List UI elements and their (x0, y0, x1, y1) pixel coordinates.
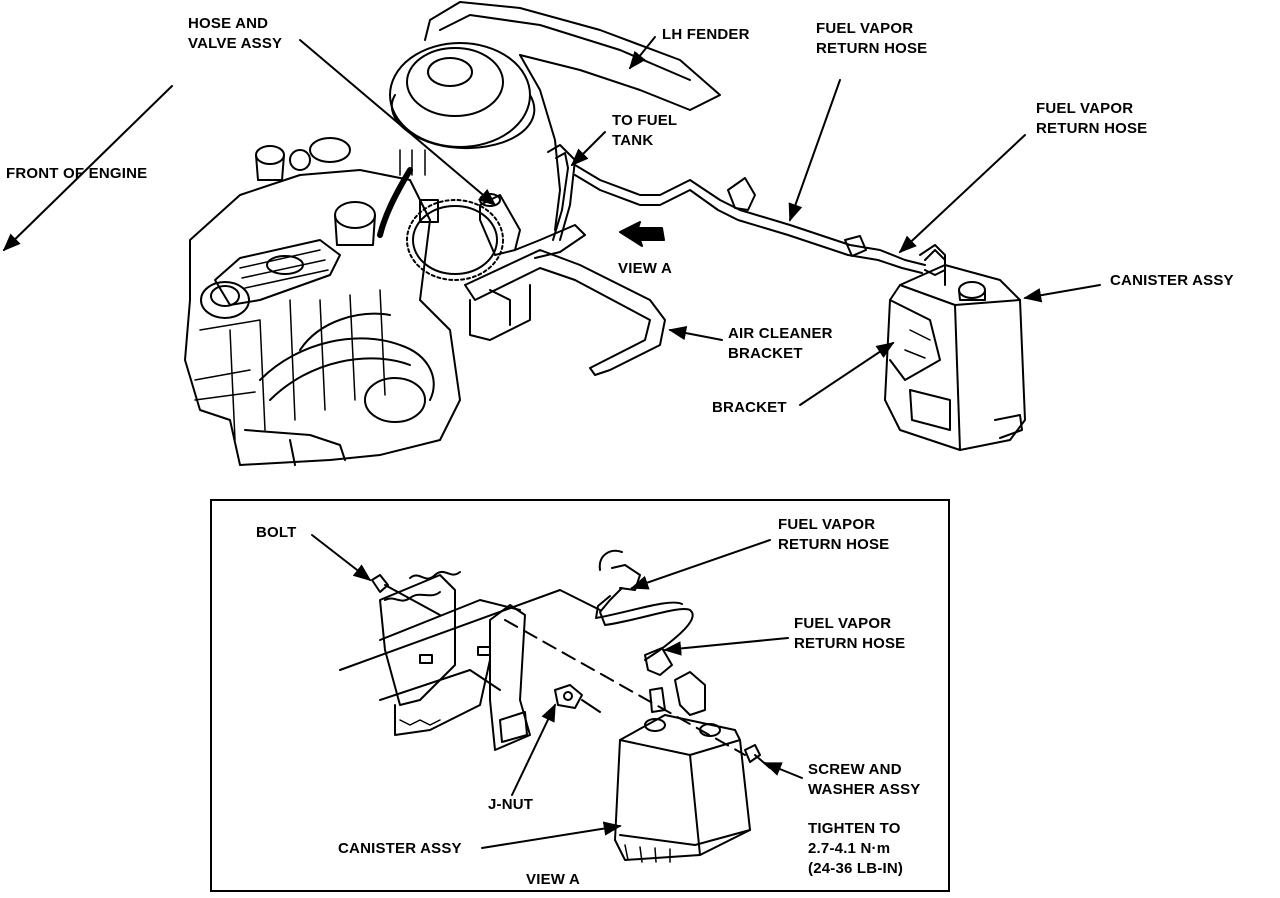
inset-label-j-nut: J-NUT (488, 796, 534, 813)
front-of-engine-arrow (2, 86, 172, 252)
inset-label-screw-and-washer-assy: SCREW AND WASHER ASSY (808, 761, 921, 798)
inset-dashed-axis (505, 620, 745, 755)
leader-air-cleaner-bracket (668, 325, 722, 340)
leader-lh-fender (628, 37, 655, 70)
label-fuel-vapor-return-hose-1: FUEL VAPOR RETURN HOSE (816, 20, 928, 57)
label-fuel-vapor-return-hose-2: FUEL VAPOR RETURN HOSE (1036, 100, 1148, 137)
canister-main (885, 250, 1025, 450)
leader-return-hose-1 (788, 80, 840, 222)
label-hose-and-valve-assy: HOSE AND VALVE ASSY (188, 15, 283, 52)
inset-j-nut (555, 685, 600, 712)
inset-leader-canister (482, 821, 622, 848)
leader-return-hose-2 (898, 135, 1025, 254)
inset-leader-screw (763, 763, 802, 778)
view-a-arrow (620, 222, 664, 246)
inset-canister (615, 715, 750, 862)
view-a-inset-frame (210, 499, 950, 892)
air-cleaner-bracket (465, 250, 665, 375)
inset-leader-return-hose-1 (630, 540, 770, 590)
inset-label-view-a: VIEW A (526, 871, 580, 888)
leader-to-fuel-tank (570, 132, 605, 167)
leader-canister (1023, 285, 1100, 303)
label-to-fuel-tank: TO FUEL TANK (612, 112, 678, 149)
fuel-vapor-line (548, 145, 945, 275)
inset-bolt (372, 572, 460, 615)
inset-leader-return-hose-2 (663, 638, 788, 656)
label-canister-assy: CANISTER ASSY (1110, 272, 1234, 289)
inset-label-bolt: BOLT (256, 524, 297, 541)
label-air-cleaner-bracket: AIR CLEANER BRACKET (728, 325, 833, 362)
inset-leader-j-nut (512, 703, 555, 795)
inset-label-torque-spec: TIGHTEN TO 2.7-4.1 N·m (24-36 LB-IN) (808, 820, 904, 877)
inset-hoses (596, 551, 705, 715)
leader-bracket (800, 343, 895, 405)
inset-label-canister-assy: CANISTER ASSY (338, 840, 462, 857)
label-view-a: VIEW A (618, 260, 672, 277)
leader-hose-valve (300, 40, 497, 207)
shock-tower (390, 43, 534, 148)
inset-label-fuel-vapor-return-hose-1: FUEL VAPOR RETURN HOSE (778, 516, 890, 553)
inset-leader-bolt (312, 535, 372, 582)
inset-label-fuel-vapor-return-hose-2: FUEL VAPOR RETURN HOSE (794, 615, 906, 652)
label-lh-fender: LH FENDER (662, 26, 750, 43)
label-bracket: BRACKET (712, 399, 787, 416)
label-front-of-engine: FRONT OF ENGINE (6, 165, 148, 182)
engine-block (185, 138, 503, 465)
